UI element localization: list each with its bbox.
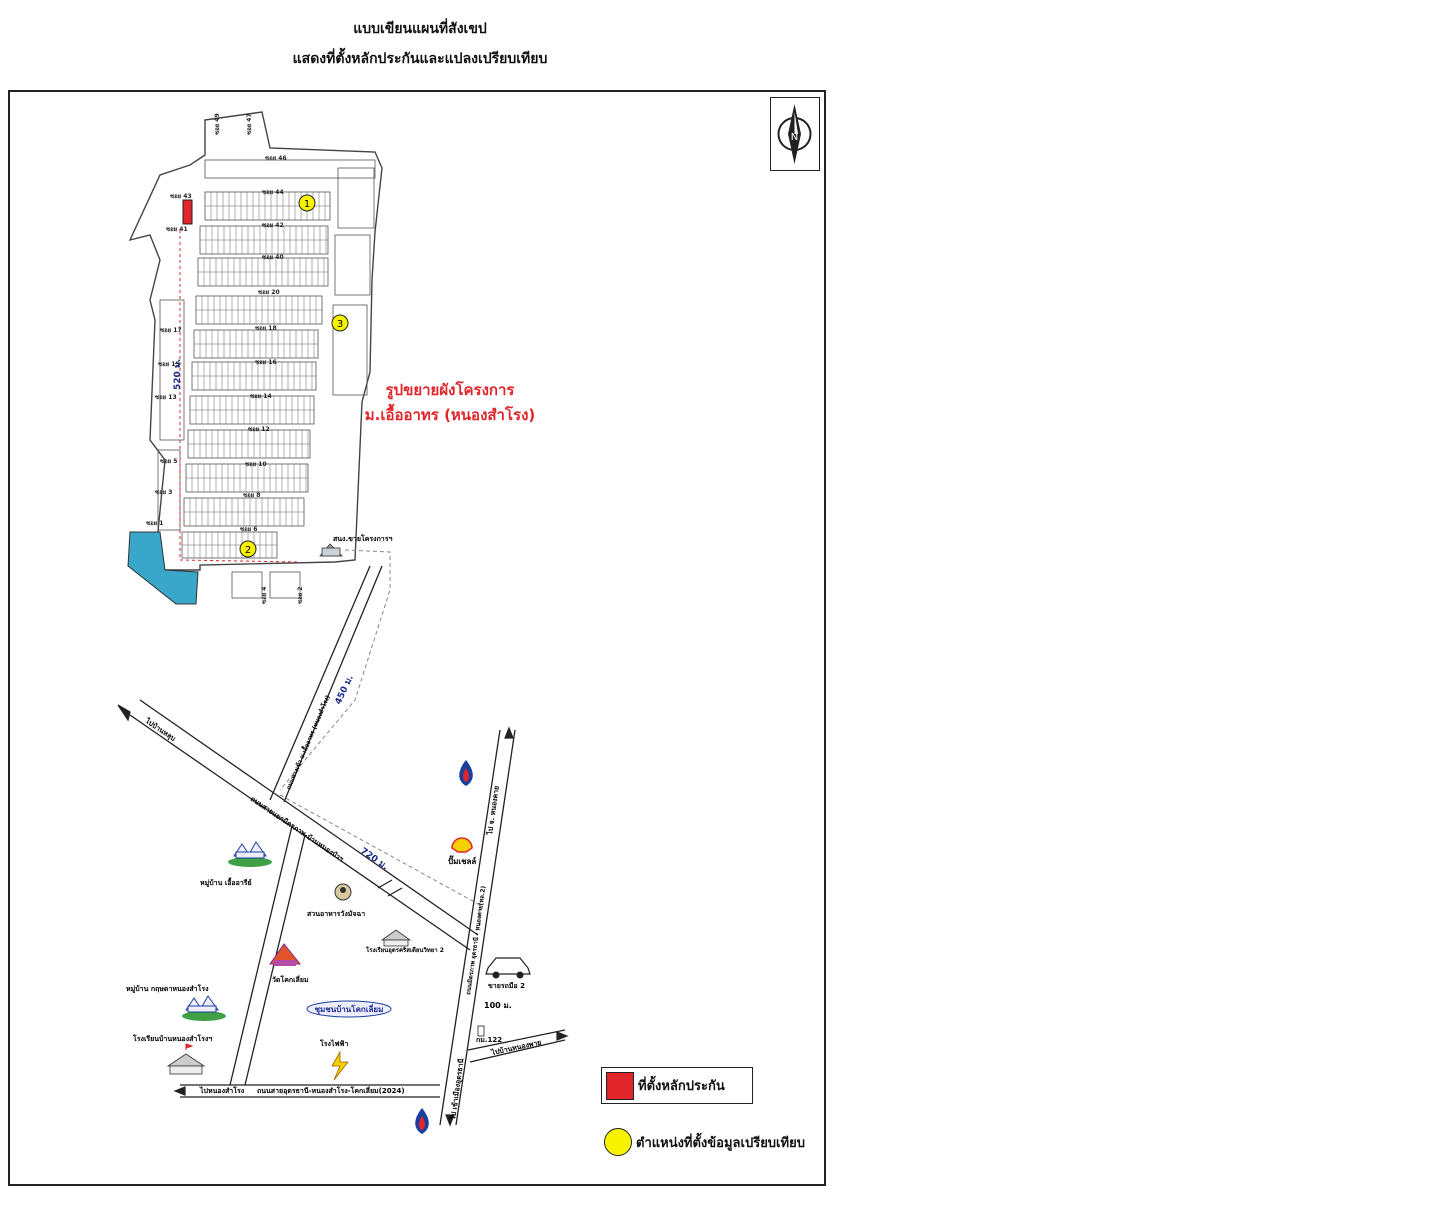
gas-station-icon <box>459 760 473 786</box>
school-icon <box>380 929 412 947</box>
bridge-marker <box>377 879 403 897</box>
soi-label: ซอย 40 <box>262 254 284 261</box>
soi-label: ซอย 15 <box>158 361 180 368</box>
road-label-to-ban-sup: ไปบ้านหลุบ <box>143 716 178 744</box>
distance-100: 100 ม. <box>484 1001 512 1010</box>
soi-label: ซอย 18 <box>255 325 277 332</box>
road-label-to-udon: ไป เข้าเมืองอุดรธานี <box>448 1058 466 1121</box>
road-arrows <box>117 704 569 1127</box>
map-title-line2: แสดงที่ตั้งหลักประกันและแปลงเปรียบเทียบ <box>292 51 548 67</box>
legend-collateral-label: ที่ตั้งหลักประกัน <box>638 1079 725 1094</box>
road-label-bottom: ถนนสายอุดรธานี-หนองสำโรง-โคกเลี่ยม(2024) <box>257 1085 405 1095</box>
km-marker-icon <box>477 1025 485 1037</box>
community-badge <box>306 1000 392 1018</box>
north-arrow-icon: N <box>777 104 812 164</box>
sales-office-icon <box>319 543 343 557</box>
landmark-village-2: หมู่บ้าน กฤษดาหนองสำโรง <box>126 984 209 994</box>
village-icon <box>228 841 272 867</box>
car-icon <box>485 957 531 979</box>
soi-label: ซอย 42 <box>262 222 284 229</box>
distance-450: 450 ม. <box>334 674 356 707</box>
soi-labels: ซอย 46 ซอย 44 ซอย 42 ซอย 40 ซอย 20 ซอย 1… <box>146 113 304 604</box>
roads <box>129 565 566 1126</box>
soi-label: ซอย 20 <box>258 289 280 296</box>
soi-label: ซอย 8 <box>243 492 260 499</box>
soi-label: ซอย 2 <box>297 587 304 604</box>
soi-label: ซอย 14 <box>250 393 272 400</box>
power-plant-icon <box>331 1050 349 1081</box>
restaurant-icon <box>334 883 352 901</box>
soi-label: ซอย 47 <box>246 113 253 135</box>
collateral-location <box>182 199 193 225</box>
soi-label: ซอย 1 <box>146 520 163 527</box>
soi-label: ซอย 43 <box>170 193 192 200</box>
svg-text:3: 3 <box>337 319 343 330</box>
soi-label: ซอย 41 <box>166 226 188 233</box>
soi-label: ซอย 44 <box>262 189 284 196</box>
legend-collateral: ที่ตั้งหลักประกัน <box>601 1067 753 1104</box>
collateral-swatch <box>606 1071 634 1100</box>
svg-text:2: 2 <box>245 545 251 556</box>
landmark-school-2: โรงเรียนบ้านหนองสำโรงฯ <box>132 1034 212 1043</box>
soi-label: ซอย 5 <box>160 458 177 465</box>
soi-label: ซอย 16 <box>255 359 277 366</box>
svg-text:1: 1 <box>304 199 310 210</box>
comparison-marker-1: 1 <box>298 194 316 212</box>
school-icon <box>166 1043 206 1075</box>
temple-icon <box>269 943 302 966</box>
soi-label: ซอย 4 <box>261 587 268 604</box>
svg-text:N: N <box>791 132 798 143</box>
comparison-marker-3: 3 <box>331 314 349 332</box>
landmark-shell: ปั๊มเชลล์ <box>448 855 476 866</box>
project-boundary <box>128 111 383 571</box>
soi-label: ซอย 13 <box>155 394 177 401</box>
landmark-community: ชุมชนบ้านโคกเลี่ยม <box>315 1003 384 1015</box>
landmark-sales-office: สนง.ขายโครงการฯ <box>333 534 393 543</box>
lot-lines <box>182 192 330 558</box>
soi-label: ซอย 49 <box>214 113 221 135</box>
legend-comparison: ตำแหน่งที่ตั้งข้อมูลเปรียบเทียบ <box>604 1128 805 1156</box>
landmark-car-dealer: ขายรถมือ 2 <box>488 982 525 990</box>
landmark-village-1: หมู่บ้าน เอื้ออารีย์ <box>200 876 252 888</box>
dashed-route-520 <box>179 230 301 563</box>
project-label-line2: ม.เอื้ออาทร (หนองสำโรง) <box>365 403 536 424</box>
map-frame <box>8 90 826 1186</box>
compass-box: N <box>770 97 820 171</box>
road-label-project: ถนนทางเข้า ม.เอื้ออาทร (หนองสำโรง) <box>283 693 332 791</box>
soi-label: ซอย 6 <box>240 526 257 533</box>
soi-label: ซอย 3 <box>155 489 172 496</box>
soi-label: ซอย 46 <box>265 155 287 162</box>
comparison-marker-2: 2 <box>239 540 257 558</box>
shell-icon <box>451 837 473 853</box>
road-label-km: กม.122 <box>476 1036 502 1044</box>
legend-comparison-label: ตำแหน่งที่ตั้งข้อมูลเปรียบเทียบ <box>636 1135 805 1151</box>
landmark-restaurant: สวนอาหารวังมัจฉา <box>307 910 365 918</box>
road-label-to-nongsamrong: ไปหนองสำโรง <box>199 1086 245 1095</box>
soi-label: ซอย 12 <box>248 426 270 433</box>
village-icon <box>182 995 226 1021</box>
comparison-dot <box>604 1128 632 1156</box>
pond <box>127 531 199 605</box>
gas-station-icon <box>415 1108 429 1134</box>
project-label-line1: รูปขยายผังโครงการ <box>386 380 516 400</box>
map-title-line1: แบบเขียนแผนที่สังเขป <box>353 21 487 37</box>
soi-label: ซอย 17 <box>160 327 182 334</box>
landmark-power: โรงไฟฟ้า <box>319 1039 348 1048</box>
landmark-temple: วัดโคกเลี่ยม <box>272 974 309 984</box>
landmark-school-1: โรงเรียนอุดรคริสเตียนวิทยา 2 <box>365 946 444 954</box>
soi-label: ซอย 10 <box>245 461 267 468</box>
distance-520: 520 ม. <box>173 359 183 390</box>
dashed-route-450 <box>279 549 391 791</box>
distance-720: 720 ม. <box>358 846 389 872</box>
